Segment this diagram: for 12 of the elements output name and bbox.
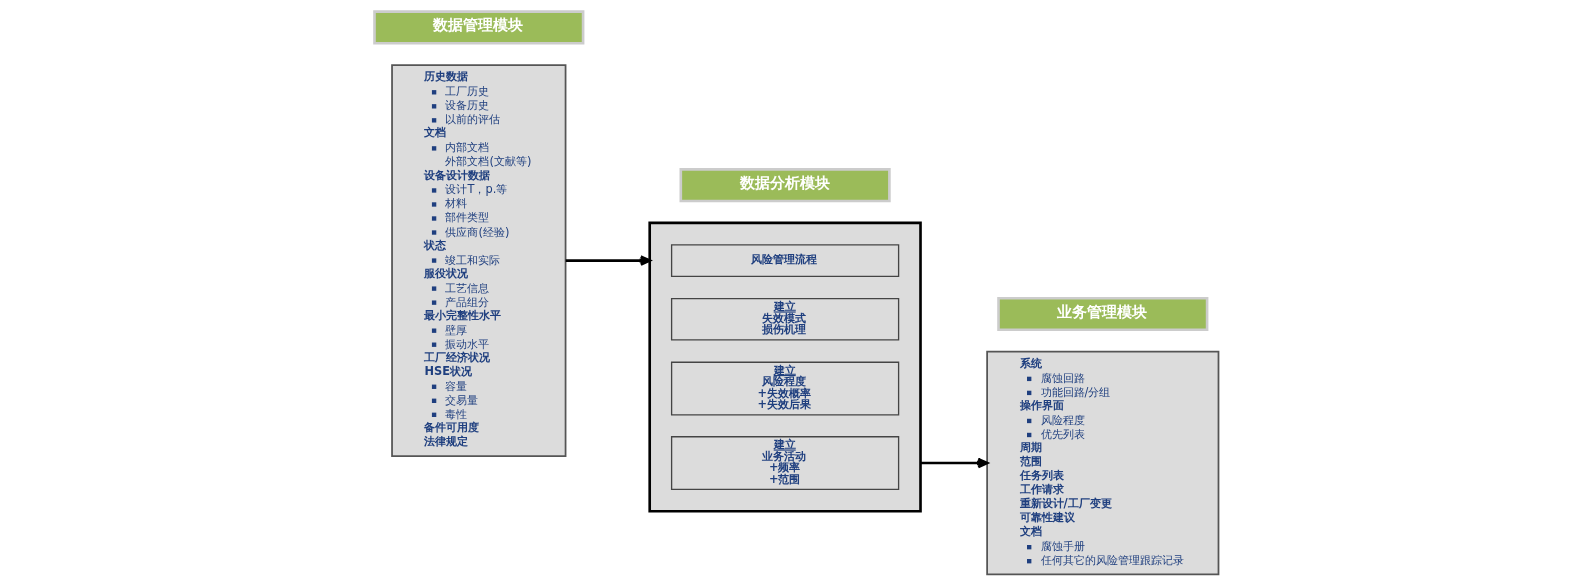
node-box: 历史数据 工厂历史 设备历史 以前的评估 文档 内部文档 外部文档(文献等) 设备设计数据 设计T，p.等 材料 部件类型 供应商(经验) 状态 竣工和实际 服役状况 工艺信息 产品组分 最小完整性水平 壁厚 振动水平 工厂经济状况 HSE状况 容量 交易量 毒性 备件可用度 法律规定 — [390, 64, 566, 457]
arrow — [565, 255, 651, 266]
node-box: 数据管理模块 — [372, 10, 584, 45]
node-box: 建立 失效模式 损伤机理 — [670, 298, 899, 341]
node-box: 建立 业务活动 +频率 +范围 — [670, 436, 899, 490]
node-box: 系统 腐蚀回路 功能回路/分组 操作界面 风险程度 优先列表 周期 范围 任务列表 工作请求 重新设计/工厂变更 可靠性建议 文档 腐蚀手册 任何其它的风险管理跟踪记录 — [985, 350, 1219, 576]
node-box: 风险管理流程 — [670, 244, 899, 277]
cluster — [647, 221, 922, 513]
node-box: 建立 风险程度 +失效概率 +失效后果 — [670, 361, 899, 416]
arrow — [920, 457, 988, 469]
node-box: 数据分析模块 — [679, 168, 891, 203]
node-box: 业务管理模块 — [996, 296, 1208, 332]
